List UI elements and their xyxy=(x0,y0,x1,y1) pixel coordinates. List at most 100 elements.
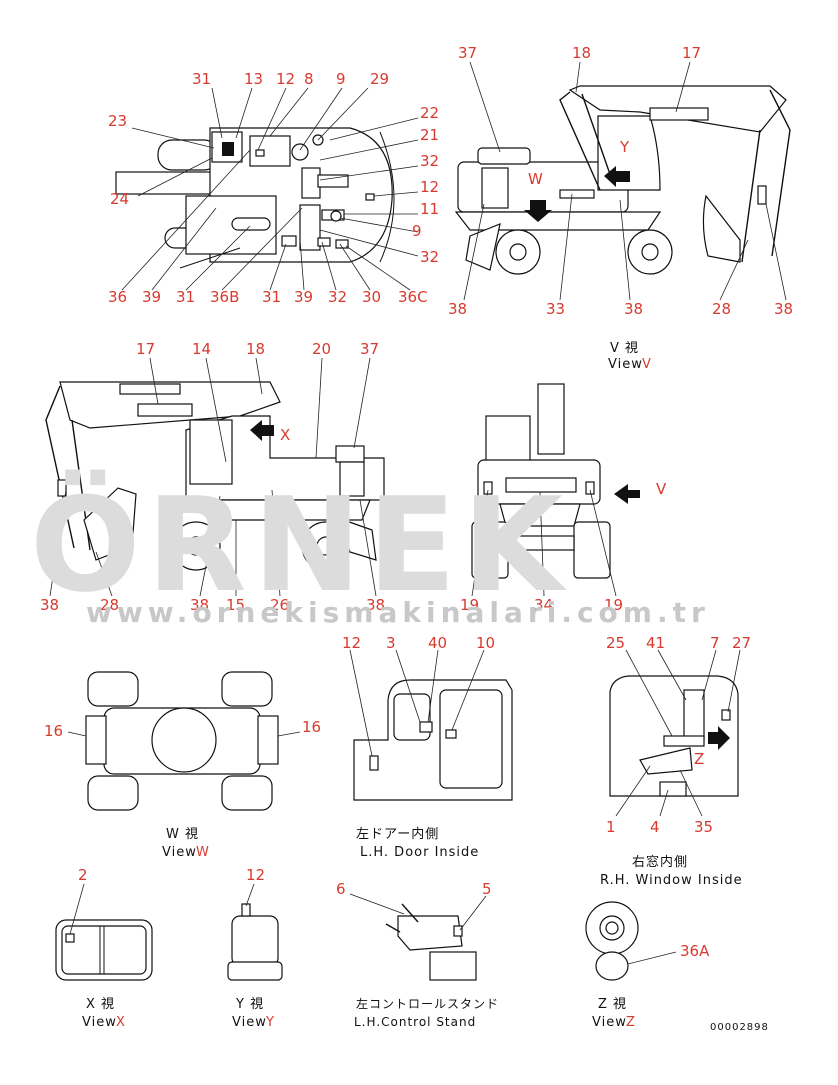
watermark: ÖRNEK www.ornekismakinalari.com.tr xyxy=(30,469,710,629)
callout-38: 38 xyxy=(624,300,643,318)
callout-32: 32 xyxy=(328,288,347,306)
callout-15: 15 xyxy=(226,596,245,614)
callout-35: 35 xyxy=(694,818,713,836)
callout-31: 31 xyxy=(192,70,211,88)
view-w-jp: W 視 xyxy=(166,827,199,842)
callout-39: 39 xyxy=(142,288,161,306)
callout-12: 12 xyxy=(420,178,439,196)
callout-16: 16 xyxy=(44,722,63,740)
callout-13: 13 xyxy=(244,70,263,88)
callout-21: 21 xyxy=(420,126,439,144)
callout-37: 37 xyxy=(458,44,477,62)
lh-door-jp: 左ドアー内側 xyxy=(356,826,439,842)
callout-16: 16 xyxy=(302,718,321,736)
view-w-en: View xyxy=(162,845,197,860)
callout-33: 33 xyxy=(546,300,565,318)
callout-10: 10 xyxy=(476,634,495,652)
callout-7: 7 xyxy=(710,634,720,652)
callout-25: 25 xyxy=(606,634,625,652)
callout-2: 2 xyxy=(78,866,88,884)
callout-39: 39 xyxy=(294,288,313,306)
callout-9: 9 xyxy=(412,222,422,240)
callout-36C: 36C xyxy=(398,288,428,306)
callout-4: 4 xyxy=(650,818,660,836)
side-view-left: X 17 14 18 20 37 38 28 38 15 26 38 xyxy=(40,340,385,614)
view-V-arrow-label: V xyxy=(656,480,667,498)
caption-view-v: V 視 View V xyxy=(608,341,651,372)
watermark-url: www.ornekismakinalari.com.tr xyxy=(86,596,710,629)
callout-36B: 36B xyxy=(210,288,239,306)
callout-6: 6 xyxy=(336,880,346,898)
callout-12: 12 xyxy=(276,70,295,88)
callout-8: 8 xyxy=(304,70,314,88)
lh-control-stand: 6 5 左コントロールスタンド L.H.Control Stand xyxy=(336,880,499,1029)
callout-24: 24 xyxy=(110,190,129,208)
view-Y-label: Y xyxy=(619,138,630,156)
callout-18: 18 xyxy=(246,340,265,358)
callout-32: 32 xyxy=(420,152,439,170)
side-view-right: W Y 37 18 17 38 33 38 28 38 xyxy=(448,44,793,318)
callout-36: 36 xyxy=(108,288,127,306)
rh-window-inside: Z 25 41 7 27 1 4 35 右窓内側 R.H. Window Ins… xyxy=(600,634,751,888)
top-view-upper-structure: 31 13 12 8 9 29 23 22 21 32 12 11 24 9 3… xyxy=(108,70,439,306)
view-W-label: W xyxy=(528,170,543,188)
callout-27: 27 xyxy=(732,634,751,652)
view-y-cab: 12 Y 視 View Y xyxy=(227,866,283,1030)
view-y-en: View xyxy=(232,1015,267,1030)
view-x-en: View xyxy=(82,1015,117,1030)
callout-31: 31 xyxy=(176,288,195,306)
view-z-en: View xyxy=(592,1015,627,1030)
view-y-jp: Y 視 xyxy=(235,997,264,1012)
callout-36A: 36A xyxy=(680,942,710,960)
callout-12: 12 xyxy=(246,866,265,884)
view-y-letter: Y xyxy=(265,1015,274,1030)
rh-window-jp: 右窓内側 xyxy=(632,854,688,870)
callout-28: 28 xyxy=(100,596,119,614)
caption-en: View xyxy=(608,357,643,372)
callout-31: 31 xyxy=(262,288,281,306)
callout-29: 29 xyxy=(370,70,389,88)
view-x-jp: X 視 xyxy=(86,997,115,1012)
lh-control-jp: 左コントロールスタンド xyxy=(356,996,499,1011)
view-w-letter: W xyxy=(196,845,209,860)
callout-32: 32 xyxy=(420,248,439,266)
callout-23: 23 xyxy=(108,112,127,130)
callout-14: 14 xyxy=(192,340,211,358)
callout-38: 38 xyxy=(40,596,59,614)
lh-door-inside: 12 3 40 10 左ドアー内側 L.H. Door Inside xyxy=(342,634,513,860)
watermark-brand: ÖRNEK xyxy=(30,469,569,621)
callout-9: 9 xyxy=(336,70,346,88)
callout-28: 28 xyxy=(712,300,731,318)
view-X-label: X xyxy=(280,426,290,444)
callout-5: 5 xyxy=(482,880,492,898)
callout-26: 26 xyxy=(270,596,289,614)
callout-38: 38 xyxy=(448,300,467,318)
view-w-chassis: 16 16 W 視 View W xyxy=(44,671,321,860)
caption-letter: V xyxy=(642,357,651,372)
view-x-window: 2 X 視 View X xyxy=(55,866,153,1030)
callout-38: 38 xyxy=(366,596,385,614)
view-Z-label: Z xyxy=(694,750,704,768)
callout-11: 11 xyxy=(420,200,439,218)
rear-view: V 19 34 19 xyxy=(460,383,667,614)
callout-40: 40 xyxy=(428,634,447,652)
callout-12: 12 xyxy=(342,634,361,652)
rh-window-en: R.H. Window Inside xyxy=(600,873,743,888)
lh-door-en: L.H. Door Inside xyxy=(360,845,479,860)
view-x-letter: X xyxy=(116,1015,125,1030)
callout-17: 17 xyxy=(682,44,701,62)
callout-20: 20 xyxy=(312,340,331,358)
view-z-letter: Z xyxy=(626,1015,635,1030)
callout-41: 41 xyxy=(646,634,665,652)
lh-control-en: L.H.Control Stand xyxy=(354,1015,476,1029)
view-z-jp: Z 視 xyxy=(598,997,627,1012)
callout-30: 30 xyxy=(362,288,381,306)
caption-jp: V 視 xyxy=(610,341,639,356)
callout-18: 18 xyxy=(572,44,591,62)
part-code: 00002898 xyxy=(710,1022,769,1033)
callout-38: 38 xyxy=(190,596,209,614)
view-z-knob: 36A Z 視 View Z xyxy=(585,901,710,1030)
callout-1: 1 xyxy=(606,818,616,836)
